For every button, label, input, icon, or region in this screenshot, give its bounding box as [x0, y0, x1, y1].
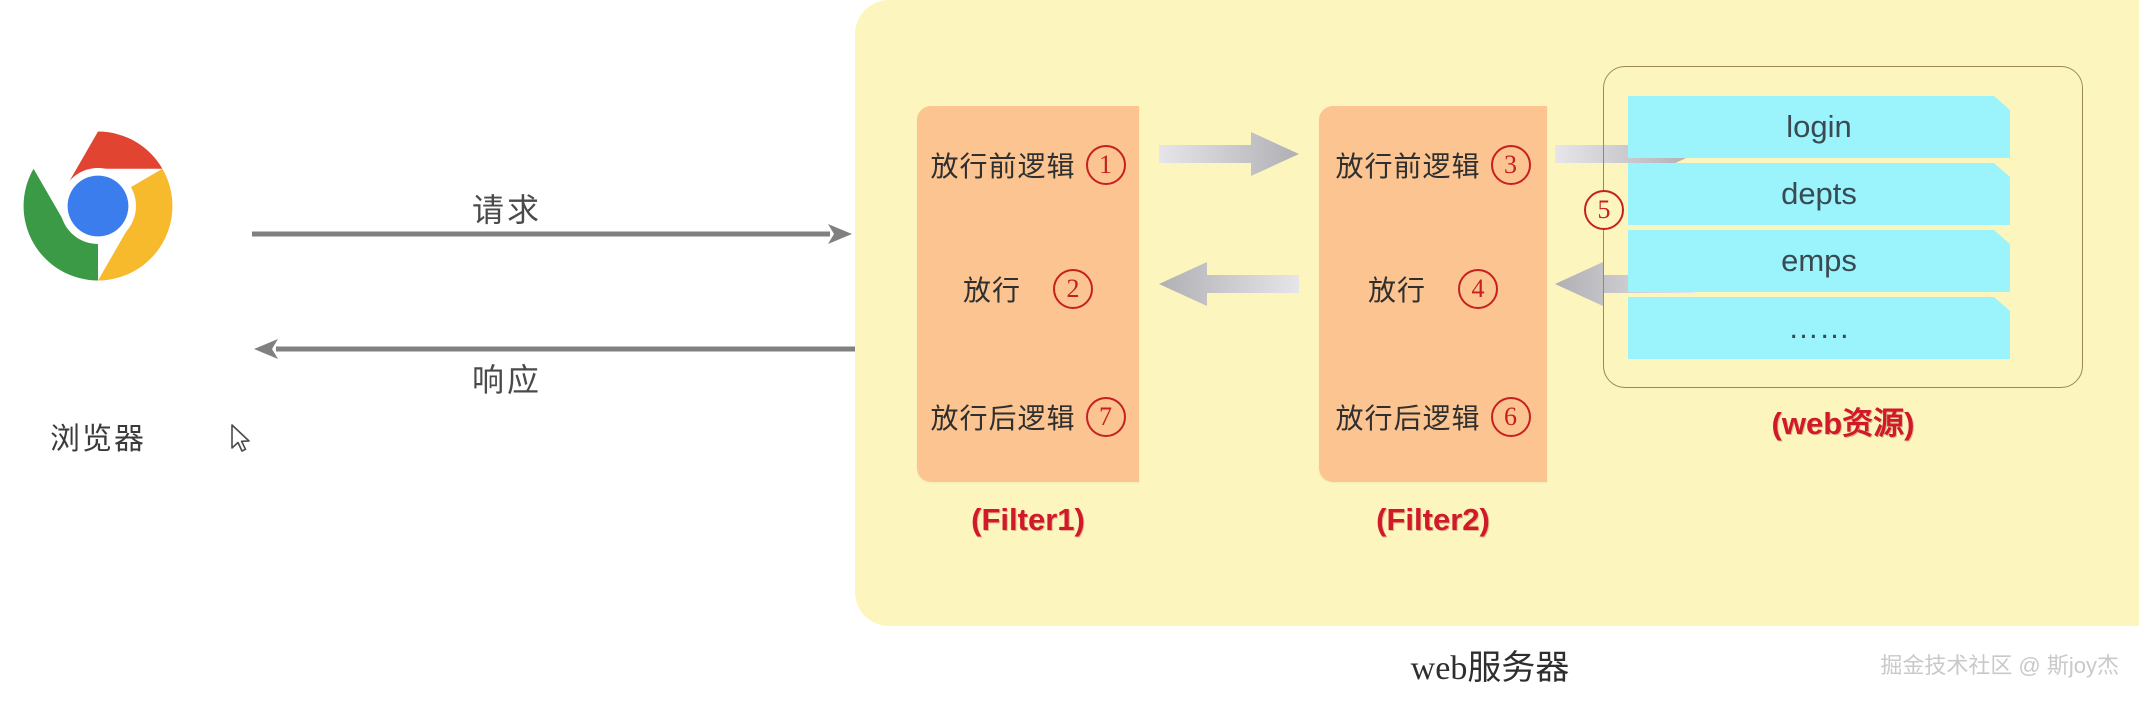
- web-server-caption: web服务器: [1410, 650, 1570, 687]
- step-badge-3: 3: [1490, 145, 1531, 185]
- step-badge-6: 6: [1490, 397, 1531, 437]
- list-item[interactable]: emps: [1628, 230, 2010, 292]
- filter1-row-after: 放行后逻辑 7: [917, 394, 1139, 440]
- chrome-logo-icon: [22, 130, 174, 282]
- filter1-row-pass: 放行 2: [917, 266, 1139, 312]
- filter1-pass-label: 放行: [962, 275, 1021, 306]
- filter2-row-after: 放行后逻辑 6: [1319, 394, 1547, 440]
- filter1-caption: (Filter1): [971, 502, 1085, 537]
- filter1-box: 放行前逻辑 1 放行 2 放行后逻辑 7: [917, 106, 1139, 482]
- filter2-before-label: 放行前逻辑: [1335, 151, 1481, 182]
- web-server-panel: 放行前逻辑 1 放行 2 放行后逻辑 7 (Filter1) 放行前逻辑 3 放…: [855, 0, 2139, 626]
- list-item[interactable]: ……: [1628, 297, 2010, 359]
- step-badge-2: 2: [1053, 269, 1093, 309]
- mouse-pointer-icon: [230, 424, 252, 454]
- filter2-after-label: 放行后逻辑: [1335, 403, 1481, 434]
- list-item[interactable]: depts: [1628, 163, 2010, 225]
- filter1-row-before: 放行前逻辑 1: [917, 142, 1139, 188]
- arrow-left-icon: [1555, 262, 1695, 306]
- filter2-pass-label: 放行: [1367, 275, 1426, 306]
- filter2-box: 放行前逻辑 3 放行 4 放行后逻辑 6: [1319, 106, 1547, 482]
- watermark: 掘金技术社区 @ 斯joy杰: [1880, 653, 2119, 678]
- arrow-right-icon: [1159, 132, 1299, 176]
- step-badge-1: 1: [1085, 145, 1126, 185]
- response-arrow: [254, 339, 858, 359]
- list-item[interactable]: login: [1628, 96, 2010, 158]
- step-badge-5: 5: [1584, 190, 1624, 230]
- filter2-row-pass: 放行 4: [1319, 266, 1547, 312]
- web-resource-list: login depts emps ……: [1628, 96, 2010, 359]
- filter2-caption: (Filter2): [1376, 502, 1490, 537]
- web-resource-caption: (web资源): [1771, 406, 1915, 441]
- step-badge-7: 7: [1085, 397, 1126, 437]
- request-arrow: [252, 224, 852, 244]
- request-label: 请求: [472, 192, 543, 228]
- step-badge-4: 4: [1458, 269, 1498, 309]
- arrow-left-icon: [1159, 262, 1299, 306]
- browser-label: 浏览器: [50, 423, 146, 456]
- filter2-row-before: 放行前逻辑 3: [1319, 142, 1547, 188]
- response-label: 响应: [472, 362, 543, 398]
- filter1-after-label: 放行后逻辑: [930, 403, 1076, 434]
- filter1-before-label: 放行前逻辑: [930, 151, 1076, 182]
